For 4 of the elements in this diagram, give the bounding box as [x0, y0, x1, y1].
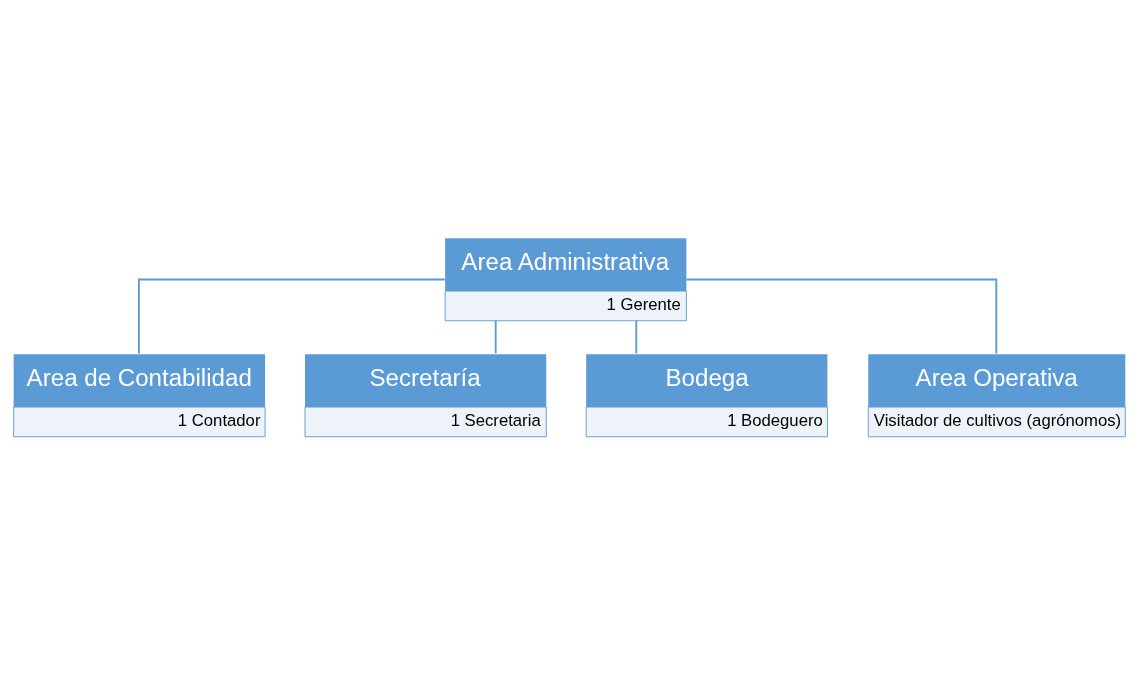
connector [685, 278, 998, 355]
connector [494, 319, 497, 354]
connector [138, 278, 446, 355]
connector [635, 319, 638, 354]
